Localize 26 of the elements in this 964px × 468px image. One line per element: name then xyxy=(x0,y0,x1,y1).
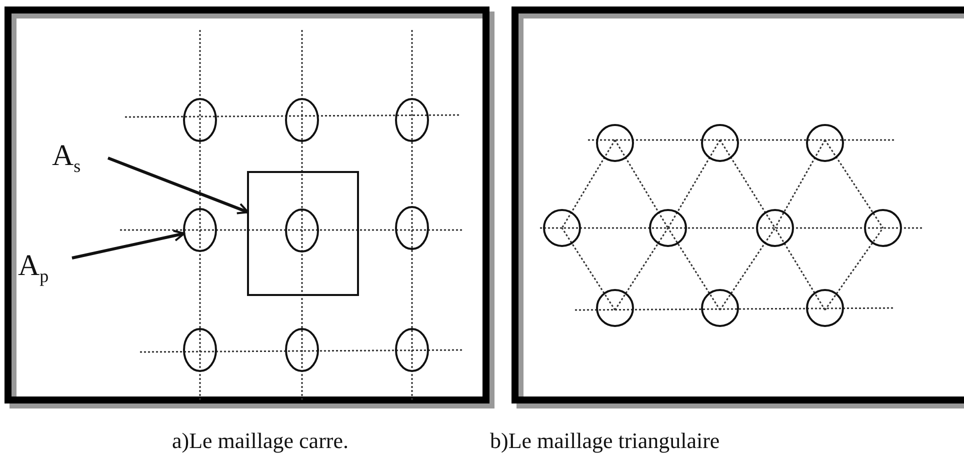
pile-circle xyxy=(183,98,217,142)
leader-arrow xyxy=(72,230,186,260)
symbol-label: A$_{s}$ xyxy=(52,140,81,182)
tributary-area-square xyxy=(247,171,359,296)
pile-circle xyxy=(395,98,429,142)
pile-circle xyxy=(285,328,319,372)
pile-circle xyxy=(864,209,902,247)
pile-circle xyxy=(183,208,217,252)
pile-circle xyxy=(183,328,217,372)
pile-circle xyxy=(596,289,634,327)
pile-circle xyxy=(596,124,634,162)
pile-circle xyxy=(395,206,429,250)
pile-circle xyxy=(701,289,739,327)
pile-circle xyxy=(806,289,844,327)
leader-arrow xyxy=(107,156,249,214)
pile-circle xyxy=(806,124,844,162)
pile-circle xyxy=(543,209,581,247)
figure-caption: a)Le maillage carre. xyxy=(172,428,348,454)
pile-circle xyxy=(285,208,319,252)
pile-circle xyxy=(395,328,429,372)
figure-caption: b)Le maillage triangulaire xyxy=(490,428,720,454)
pile-circle xyxy=(649,209,687,247)
pile-circle xyxy=(756,209,794,247)
pile-circle xyxy=(701,124,739,162)
pile-circle xyxy=(285,98,319,142)
symbol-label: A$_{p}$ xyxy=(18,250,49,292)
